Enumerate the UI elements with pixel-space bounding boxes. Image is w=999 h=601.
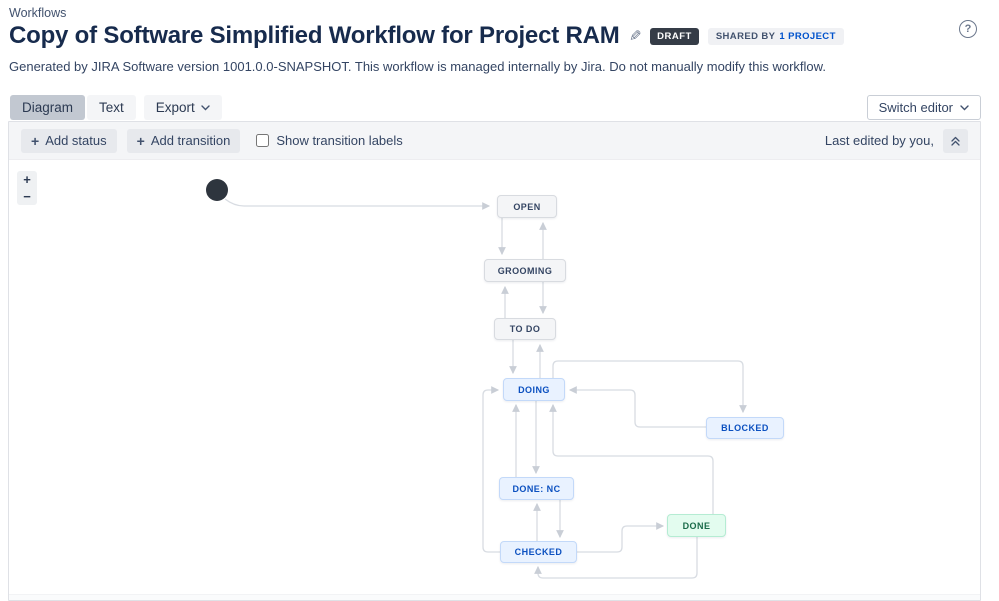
shared-by-label: SHARED BY: [715, 30, 776, 42]
zoom-controls: + −: [17, 171, 37, 205]
zoom-out-button[interactable]: −: [17, 188, 37, 205]
switch-editor-button[interactable]: Switch editor: [866, 95, 981, 120]
plus-icon: +: [31, 132, 40, 149]
workflow-description: Generated by JIRA Software version 1001.…: [9, 59, 826, 74]
diagram-toolbar: +Add status +Add transition Show transit…: [9, 122, 980, 160]
transition-doing-to-blocked[interactable]: [552, 360, 747, 414]
workflow-editor-panel: +Add status +Add transition Show transit…: [8, 121, 981, 601]
last-edited-status: Last edited by you,: [824, 133, 934, 148]
double-chevron-up-icon: [951, 136, 960, 146]
transition-done-to-doing[interactable]: [549, 403, 714, 514]
breadcrumb[interactable]: Workflows: [9, 6, 67, 20]
transition-start-to-open[interactable]: [224, 198, 491, 210]
add-status-button[interactable]: +Add status: [21, 128, 117, 153]
transition-blocked-to-doing[interactable]: [568, 386, 706, 428]
workflow-node-grooming[interactable]: GROOMING: [484, 259, 566, 282]
chevron-down-icon: [960, 104, 969, 110]
show-transition-labels-control: Show transition labels: [256, 133, 403, 148]
zoom-in-button[interactable]: +: [17, 171, 37, 188]
plus-icon: +: [136, 132, 145, 149]
transition-checked-to-done[interactable]: [577, 522, 665, 553]
diagram-canvas[interactable]: + − OPEN GROOMING TO DO DOING BLOCKED DONE: N…: [9, 160, 980, 600]
workflow-node-done[interactable]: DONE: [667, 514, 726, 537]
show-transition-labels-label: Show transition labels: [276, 133, 403, 148]
workflow-node-todo[interactable]: TO DO: [494, 318, 556, 340]
show-transition-labels-checkbox[interactable]: [256, 134, 270, 147]
page-title: Copy of Software Simplified Workflow for…: [9, 22, 620, 49]
transition-done-to-checked[interactable]: [534, 537, 698, 579]
tab-diagram[interactable]: Diagram: [10, 95, 86, 120]
draft-badge: DRAFT: [650, 27, 699, 45]
workflow-node-done-nc[interactable]: DONE: NC: [499, 477, 574, 500]
workflow-node-open[interactable]: OPEN: [497, 195, 557, 218]
edit-title-icon[interactable]: ✎: [628, 28, 642, 45]
transition-checked-to-doing[interactable]: [482, 386, 500, 553]
view-tab-bar: Diagram Text Export Switch editor: [10, 95, 981, 120]
workflow-node-doing[interactable]: DOING: [503, 378, 565, 401]
canvas-bottom-strip: [9, 594, 980, 600]
collapse-toolbar-button[interactable]: [943, 128, 968, 153]
page-header: Workflows Copy of Software Simplified Wo…: [0, 0, 999, 74]
add-transition-button[interactable]: +Add transition: [126, 128, 241, 153]
workflow-edges: [206, 179, 747, 579]
help-icon[interactable]: ?: [959, 20, 977, 38]
tab-export[interactable]: Export: [143, 95, 222, 120]
chevron-down-icon: [201, 104, 210, 110]
shared-projects-link[interactable]: 1 PROJECT: [779, 30, 836, 42]
start-node[interactable]: [206, 179, 228, 201]
tab-text[interactable]: Text: [87, 95, 136, 120]
workflow-node-checked[interactable]: CHECKED: [500, 541, 577, 563]
workflow-node-blocked[interactable]: BLOCKED: [706, 417, 784, 439]
